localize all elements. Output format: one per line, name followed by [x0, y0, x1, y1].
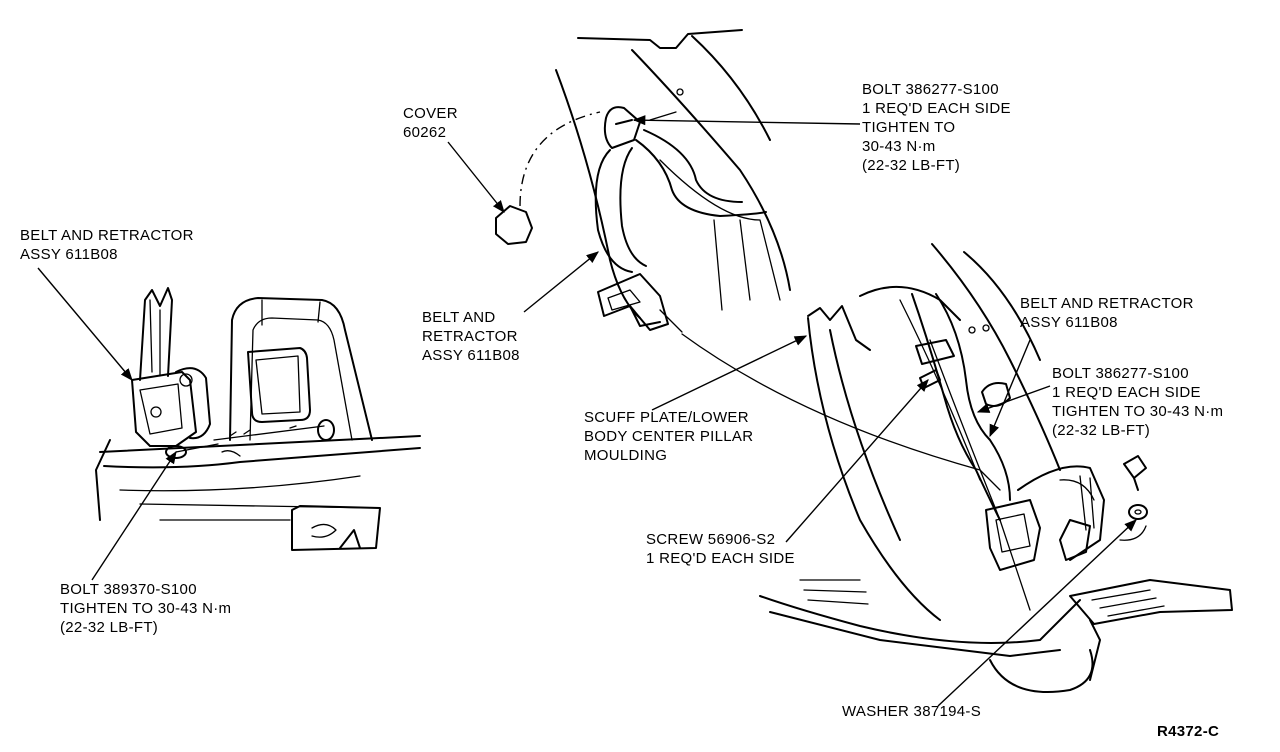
left-retractor-illustration	[95, 287, 421, 551]
belt-right-leader	[989, 339, 1031, 438]
right-pillar-illustration	[759, 243, 1233, 693]
scuff-leader	[651, 335, 808, 411]
bolt-right-leader	[976, 385, 1051, 413]
belt-left-leader	[37, 267, 133, 381]
cover-leader	[447, 141, 505, 213]
label-washer: WASHER 387194-S	[842, 703, 982, 720]
center-dring-illustration	[495, 29, 1001, 491]
screw-leader	[785, 379, 929, 543]
bolt-top-leader	[632, 115, 861, 126]
bolt-left-leader	[91, 450, 177, 581]
washer-leader	[937, 519, 1137, 707]
leader-lines	[37, 115, 1137, 707]
figure-code: R4372-C	[1157, 723, 1220, 740]
belt-center-leader	[523, 251, 599, 313]
